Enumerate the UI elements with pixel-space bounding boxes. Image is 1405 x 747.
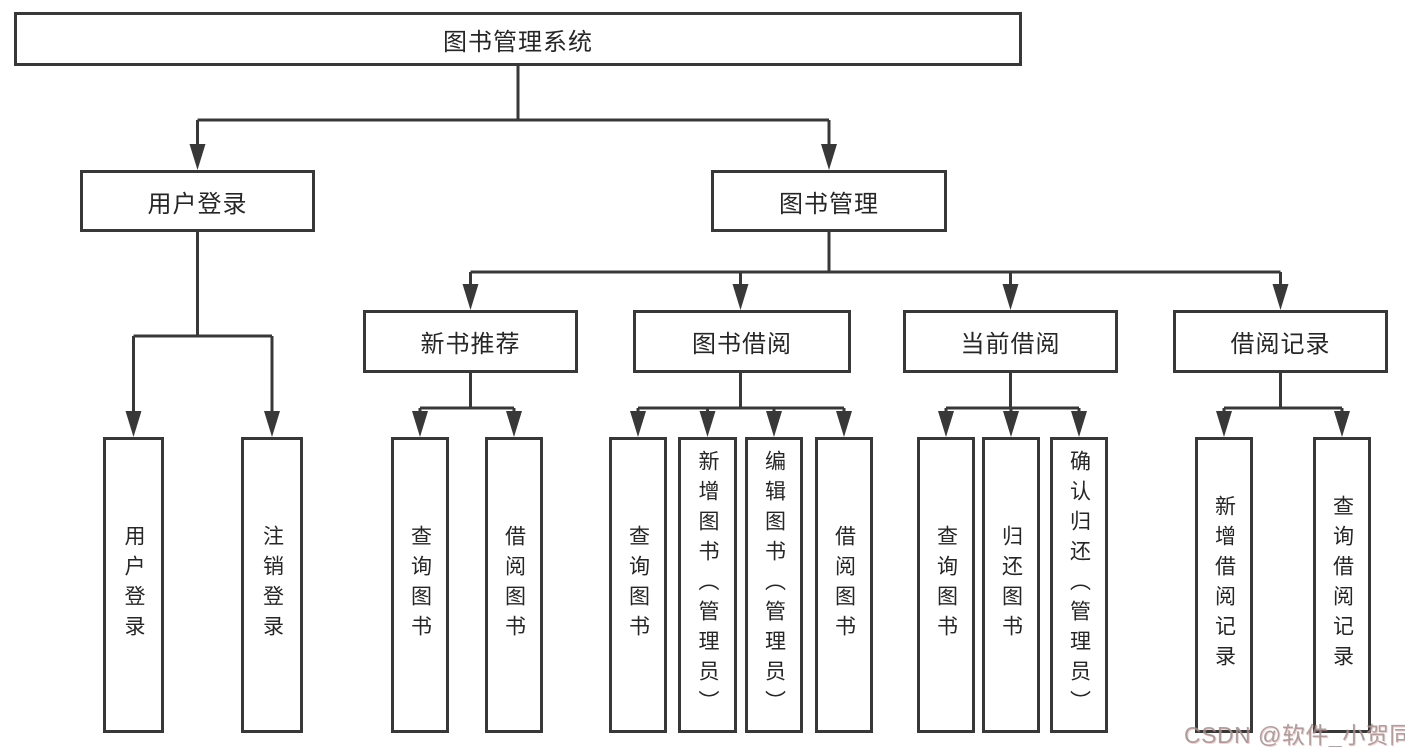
connector-line xyxy=(418,373,516,416)
leaf-user-login: 用户登录 xyxy=(103,437,164,733)
arrowhead-icon xyxy=(938,411,954,437)
arrowhead-icon xyxy=(766,411,782,437)
arrowhead-icon xyxy=(1272,284,1289,310)
leaf-current-return-books: 归还图书 xyxy=(982,437,1040,733)
leaf-logout-label: 注销登录 xyxy=(260,525,284,645)
csdn-watermark: CSDN @软件_小贺同学 xyxy=(1184,722,1405,747)
node-book-management-label: 图书管理 xyxy=(779,190,879,218)
node-new-book-recommend-label: 新书推荐 xyxy=(420,331,521,358)
connector-line xyxy=(132,232,274,415)
arrowhead-icon xyxy=(821,144,837,170)
leaf-user-login-label: 用户登录 xyxy=(122,525,145,645)
arrowhead-icon xyxy=(412,411,428,437)
node-book-borrow: 图书借阅 xyxy=(633,310,851,373)
leaf-current-confirm-return-admin: 确认归还（管理员） xyxy=(1050,437,1108,733)
node-borrow-records: 借阅记录 xyxy=(1173,310,1388,373)
arrowhead-icon xyxy=(732,284,749,310)
arrowhead-icon xyxy=(1002,284,1019,310)
leaf-borrow-query-books-label: 查询图书 xyxy=(626,525,650,645)
connector-line xyxy=(196,66,831,146)
leaf-current-query-books: 查询图书 xyxy=(917,437,975,733)
leaf-recommend-borrow-books-label: 借阅图书 xyxy=(502,525,526,645)
leaf-records-add-record-label: 新增借阅记录 xyxy=(1212,495,1236,675)
leaf-recommend-query-books: 查询图书 xyxy=(391,437,449,733)
arrowhead-icon xyxy=(1003,411,1019,437)
connector-line xyxy=(636,373,846,416)
leaf-borrow-add-books-admin: 新增图书（管理员） xyxy=(678,437,737,733)
arrowhead-icon xyxy=(1334,411,1350,437)
connector-line xyxy=(469,232,1282,288)
node-current-borrow: 当前借阅 xyxy=(903,310,1118,373)
leaf-borrow-edit-books-admin-label: 编辑图书（管理员） xyxy=(762,450,786,720)
arrowhead-icon xyxy=(630,411,646,437)
connector-line xyxy=(944,373,1081,416)
node-book-borrow-label: 图书借阅 xyxy=(692,331,792,358)
arrowhead-icon xyxy=(699,411,716,437)
leaf-borrow-query-books: 查询图书 xyxy=(609,437,667,733)
leaf-logout: 注销登录 xyxy=(241,437,303,733)
leaf-recommend-query-books-label: 查询图书 xyxy=(408,525,432,645)
leaf-records-query-record-label: 查询借阅记录 xyxy=(1330,495,1354,675)
leaf-current-query-books-label: 查询图书 xyxy=(934,525,958,645)
node-root-label: 图书管理系统 xyxy=(443,28,593,56)
connector-line xyxy=(1222,373,1344,416)
leaf-recommend-borrow-books: 借阅图书 xyxy=(485,437,543,733)
leaf-current-return-books-label: 归还图书 xyxy=(999,525,1023,645)
leaf-records-add-record: 新增借阅记录 xyxy=(1195,437,1253,733)
node-new-book-recommend: 新书推荐 xyxy=(363,310,578,373)
arrowhead-icon xyxy=(1071,411,1087,437)
node-user-login-group-label: 用户登录 xyxy=(147,190,248,218)
leaf-borrow-borrow-books-label: 借阅图书 xyxy=(832,525,856,645)
leaf-borrow-add-books-admin-label: 新增图书（管理员） xyxy=(696,450,719,720)
node-borrow-records-label: 借阅记录 xyxy=(1230,331,1331,358)
node-root: 图书管理系统 xyxy=(14,12,1022,66)
arrowhead-icon xyxy=(836,411,852,437)
leaf-current-confirm-return-admin-label: 确认归还（管理员） xyxy=(1067,450,1091,720)
arrowhead-icon xyxy=(264,411,280,437)
node-current-borrow-label: 当前借阅 xyxy=(960,331,1061,358)
node-book-management: 图书管理 xyxy=(711,170,947,232)
arrowhead-icon xyxy=(1216,411,1232,437)
arrowhead-icon xyxy=(189,144,206,170)
leaf-records-query-record: 查询借阅记录 xyxy=(1313,437,1371,733)
arrowhead-icon xyxy=(125,411,142,437)
arrowhead-icon xyxy=(462,284,479,310)
leaf-borrow-edit-books-admin: 编辑图书（管理员） xyxy=(745,437,803,733)
node-user-login-group: 用户登录 xyxy=(80,170,315,232)
leaf-borrow-borrow-books: 借阅图书 xyxy=(815,437,873,733)
arrowhead-icon xyxy=(506,411,522,437)
